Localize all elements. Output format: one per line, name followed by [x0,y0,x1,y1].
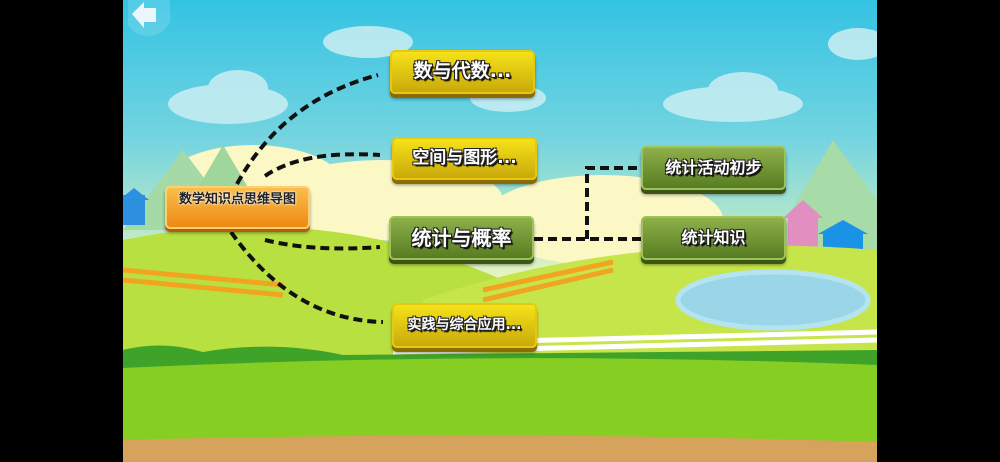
background-landscape [123,26,877,462]
back-button[interactable] [124,0,172,36]
back-arrow-icon [124,0,172,36]
branch-practice-application[interactable]: 实践与综合应用... [392,303,537,348]
root-node[interactable]: 数学知识点思维导图 [165,186,310,229]
child-statistics-activities[interactable]: 统计活动初步 [641,146,786,190]
fence-middle [482,259,614,303]
connector-lines [229,73,641,324]
branch-space-geometry[interactable]: 空间与图形... [392,137,537,180]
fence-left [123,267,284,298]
branch-statistics-probability[interactable]: 统计与概率 [389,216,534,260]
child-statistics-knowledge[interactable]: 统计知识 [641,216,786,260]
branch-number-algebra[interactable]: 数与代数... [390,50,535,94]
